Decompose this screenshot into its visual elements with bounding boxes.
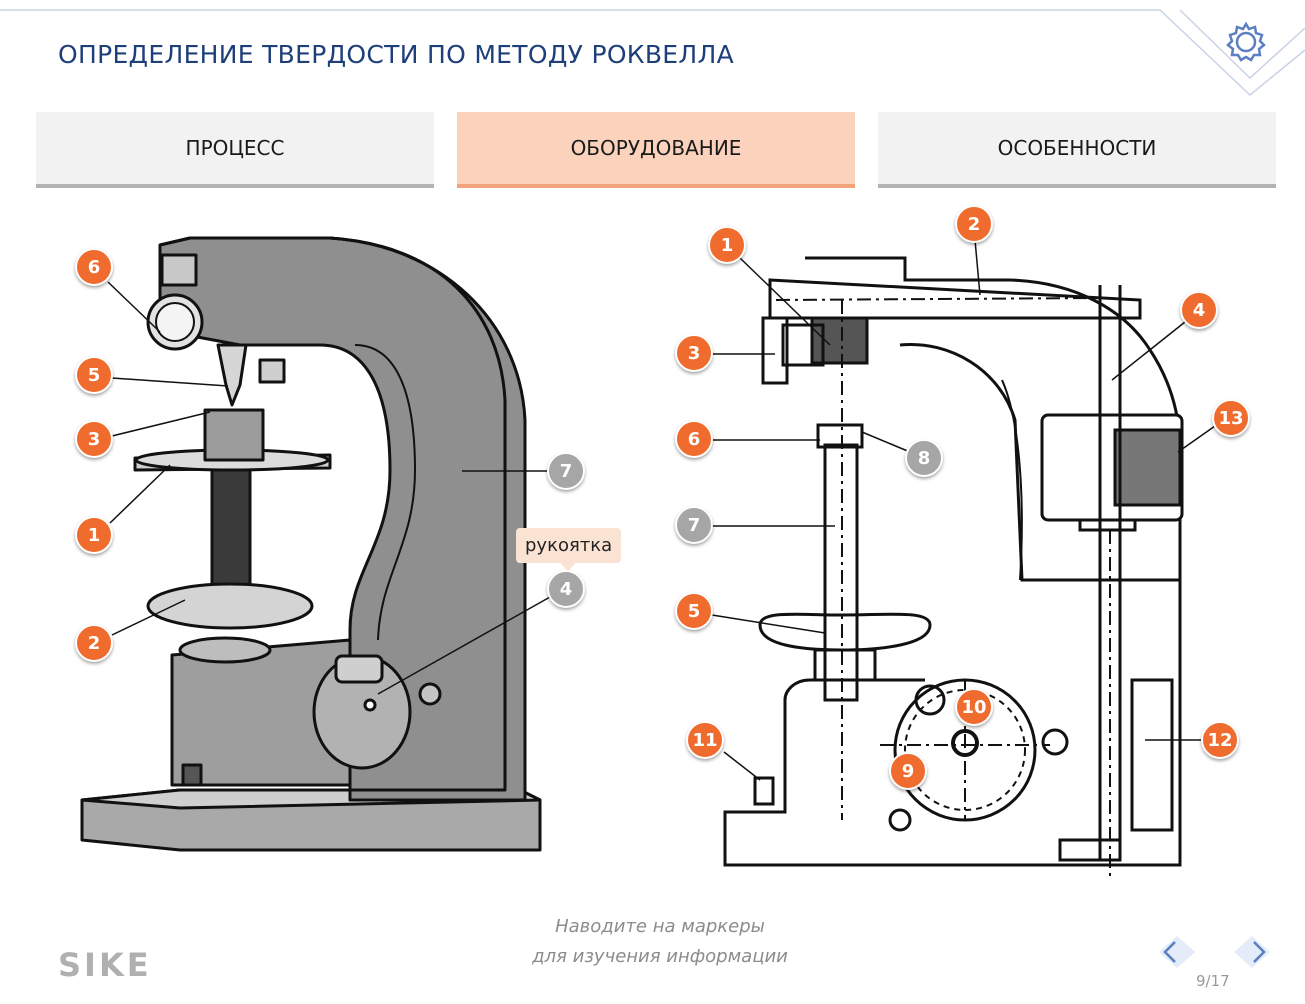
hint-line-1: Наводите на маркеры xyxy=(555,916,765,937)
page-counter: 9/17 xyxy=(1196,972,1230,990)
marker-right-7[interactable]: 7 xyxy=(675,506,713,544)
marker-right-10[interactable]: 10 xyxy=(955,688,993,726)
marker-left-2[interactable]: 2 xyxy=(75,624,113,662)
tab-equipment[interactable]: ОБОРУДОВАНИЕ xyxy=(457,112,855,188)
marker-right-12[interactable]: 12 xyxy=(1201,721,1239,759)
tab-process[interactable]: ПРОЦЕСС xyxy=(36,112,434,188)
marker-right-8[interactable]: 8 xyxy=(905,439,943,477)
marker-left-4[interactable]: 4 xyxy=(547,570,585,608)
marker-left-1[interactable]: 1 xyxy=(75,516,113,554)
gear-icon[interactable] xyxy=(1218,14,1274,70)
marker-right-13[interactable]: 13 xyxy=(1212,399,1250,437)
logo: SIKE xyxy=(58,946,152,984)
tab-features[interactable]: ОСОБЕННОСТИ xyxy=(878,112,1276,188)
marker-left-6[interactable]: 6 xyxy=(75,248,113,286)
next-arrow-icon[interactable] xyxy=(1230,932,1274,972)
marker-right-6[interactable]: 6 xyxy=(675,420,713,458)
marker-right-3[interactable]: 3 xyxy=(675,334,713,372)
marker-right-5[interactable]: 5 xyxy=(675,592,713,630)
hint-line-2: для изучения информации xyxy=(532,946,788,967)
marker-right-9[interactable]: 9 xyxy=(889,752,927,790)
marker-left-7[interactable]: 7 xyxy=(547,452,585,490)
marker-left-3[interactable]: 3 xyxy=(75,420,113,458)
marker-right-2[interactable]: 2 xyxy=(955,205,993,243)
header-frame xyxy=(0,9,1305,96)
marker-right-1[interactable]: 1 xyxy=(708,226,746,264)
tab-bar: ПРОЦЕСС ОБОРУДОВАНИЕ ОСОБЕННОСТИ xyxy=(0,112,1305,190)
page-title: ОПРЕДЕЛЕНИЕ ТВЕРДОСТИ ПО МЕТОДУ РОКВЕЛЛА xyxy=(58,40,734,69)
marker-left-5[interactable]: 5 xyxy=(75,356,113,394)
marker-right-4[interactable]: 4 xyxy=(1180,291,1218,329)
marker-right-11[interactable]: 11 xyxy=(686,721,724,759)
marker-tooltip: рукоятка xyxy=(516,528,622,571)
prev-arrow-icon[interactable] xyxy=(1155,932,1199,972)
